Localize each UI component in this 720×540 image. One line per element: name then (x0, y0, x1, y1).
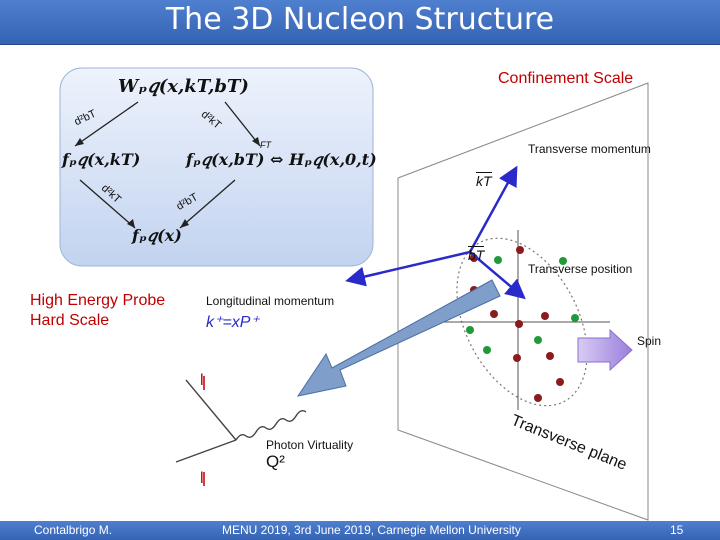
footer-bar: Contalbrigo M. MENU 2019, 3rd June 2019,… (0, 521, 720, 540)
photon-virtuality-label: Photon Virtuality (266, 438, 353, 452)
probe-line2: Hard Scale (30, 312, 109, 330)
longitudinal-momentum-label: Longitudinal momentum (206, 294, 334, 308)
formula-W: Wₚ𝑞(x,kT,bT) (118, 76, 249, 97)
footer-author: Contalbrigo M. (34, 523, 112, 537)
formula-f-b: fₚ𝑞(x,bT) ⇔ Hₚ𝑞(x,0,t) (186, 150, 377, 169)
confinement-scale-label: Confinement Scale (498, 70, 633, 88)
spin-label: Spin (637, 334, 661, 348)
footer-event: MENU 2019, 3rd June 2019, Carnegie Mello… (222, 523, 521, 537)
kplus-formula: k⁺=xP⁺ (206, 312, 259, 332)
footer-page: 15 (670, 523, 683, 537)
bT-label: bT (468, 246, 484, 263)
lepton-label: l (200, 372, 204, 390)
lepton-label-outgoing: l (200, 470, 204, 488)
ft-label: FT (260, 140, 271, 150)
q2-label: Q² (266, 452, 285, 472)
transverse-position-label: Transverse position (528, 262, 632, 276)
probe-line1: High Energy Probe (30, 292, 165, 310)
formula-f-k: fₚ𝑞(x,kT) (62, 150, 140, 169)
kT-label: kT (476, 172, 492, 189)
formula-f-x: fₚ𝑞(x) (132, 226, 182, 245)
transverse-momentum-label: Transverse momentum (528, 142, 651, 156)
